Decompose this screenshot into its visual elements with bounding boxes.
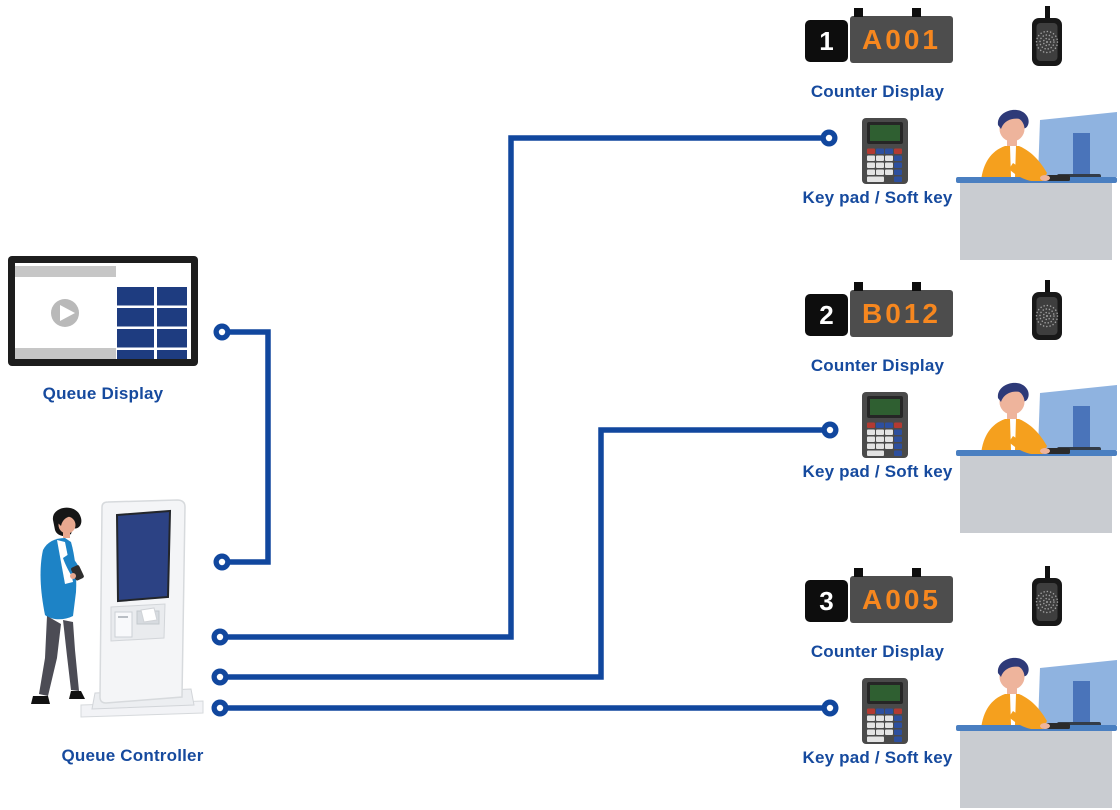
mount-peg: [854, 282, 863, 291]
ticket-code: A005: [862, 583, 941, 615]
speaker-icon: [1030, 280, 1064, 342]
queue-display-screen: [8, 256, 198, 366]
counter-station-1: 1 A001 Counter Display Key pad / Soft ke…: [780, 14, 1120, 274]
ticket-code: B012: [862, 297, 941, 329]
speaker-icon: [1030, 566, 1064, 628]
speaker-icon: [1030, 6, 1064, 68]
ticket-code: A001: [862, 23, 941, 55]
counter-station-2: 2 B012 Counter Display Key pad / Soft ke…: [780, 288, 1120, 548]
agent-desk-illustration: [953, 651, 1120, 808]
wire-controller-to-keypad-1: [220, 135, 829, 640]
counter-display-label: Counter Display: [810, 82, 945, 101]
counter-number: 1: [805, 20, 848, 62]
keypad-icon: [862, 118, 908, 184]
keypad-icon: [862, 392, 908, 458]
mount-peg: [854, 568, 863, 577]
keypad-label: Key pad / Soft key: [802, 748, 953, 767]
counter-number: 3: [805, 580, 848, 622]
counter-code-display: B012: [850, 282, 953, 337]
keypad-label: Key pad / Soft key: [802, 462, 953, 481]
mount-peg: [912, 8, 921, 17]
wire-controller-to-keypad-2: [220, 427, 830, 680]
queue-table: [117, 287, 187, 359]
mount-peg: [854, 8, 863, 17]
kiosk-illustration: [80, 499, 204, 718]
agent-desk-illustration: [953, 103, 1120, 260]
counter-station-3: 3 A005 Counter Display Key pad / Soft ke…: [780, 574, 1120, 810]
counter-display-label: Counter Display: [810, 356, 945, 375]
keypad-icon: [862, 678, 908, 744]
queue-controller-label: Queue Controller: [61, 746, 204, 765]
queue-display-label: Queue Display: [42, 384, 164, 403]
counter-number: 2: [805, 294, 848, 336]
keypad-label: Key pad / Soft key: [802, 188, 953, 207]
standing-person-illustration: [31, 507, 85, 704]
queue-controller-kiosk: [31, 499, 204, 718]
counter-code-display: A001: [850, 8, 953, 63]
counter-display-label: Counter Display: [810, 642, 945, 661]
counter-code-display: A005: [850, 568, 953, 623]
mount-peg: [912, 282, 921, 291]
connector-dots: [211, 129, 839, 717]
agent-desk-illustration: [953, 376, 1120, 533]
mount-peg: [912, 568, 921, 577]
play-icon: [51, 299, 79, 327]
